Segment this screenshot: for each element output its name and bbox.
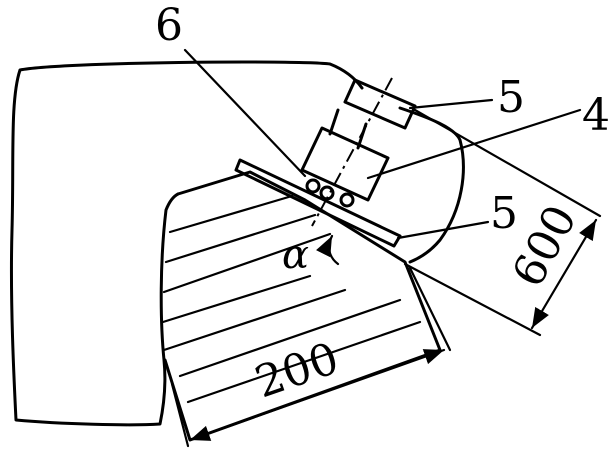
carriage-block — [300, 126, 390, 202]
label-part-4: 4 — [582, 90, 610, 141]
leader-5-top — [408, 98, 494, 110]
label-part-6: 6 — [155, 0, 183, 51]
ext-200-right — [408, 266, 452, 352]
ext-600-top — [413, 108, 602, 218]
leader-5-mid — [396, 220, 490, 240]
angle-arc — [316, 234, 340, 266]
stem — [328, 108, 368, 150]
leader-6 — [183, 48, 307, 178]
top-block — [343, 78, 417, 130]
label-part-5-top: 5 — [497, 72, 525, 123]
centre-line — [311, 77, 393, 227]
ext-200-left — [170, 382, 190, 448]
dim-600-line — [530, 218, 598, 330]
label-part-5-mid: 5 — [490, 188, 518, 239]
label-angle-alpha: α — [282, 232, 309, 278]
inclined-rail — [234, 158, 402, 248]
dim-200-line — [188, 348, 446, 442]
label-dim-200: 200 — [249, 333, 345, 409]
ext-600-bottom — [403, 262, 542, 337]
